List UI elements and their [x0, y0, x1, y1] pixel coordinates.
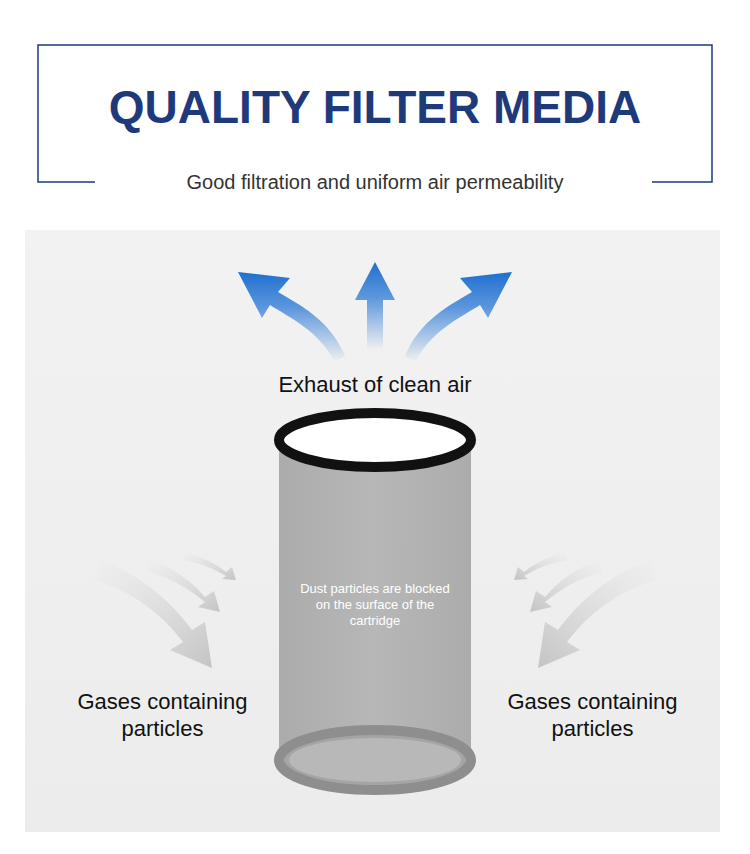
- inflow-label: Gases containing particles: [60, 688, 265, 742]
- cartridge-body: Dust particles are blocked on the surfac…: [284, 540, 466, 670]
- background-panel: [25, 230, 720, 832]
- subtitle: Good filtration and uniform air permeabi…: [100, 170, 650, 194]
- exhaust-arrows: [238, 262, 512, 362]
- inflow-label: Gases containing particles: [490, 688, 695, 742]
- title: QUALITY FILTER MEDIA: [40, 78, 710, 136]
- inflow-arrows-left: [95, 552, 236, 668]
- inflow-arrows-right: [514, 552, 655, 668]
- title-frame: [38, 45, 712, 182]
- exhaust-label: Exhaust of clean air: [225, 372, 525, 398]
- filter-cartridge: [279, 413, 471, 790]
- cartridge-note: Dust particles are blocked on the surfac…: [300, 581, 450, 629]
